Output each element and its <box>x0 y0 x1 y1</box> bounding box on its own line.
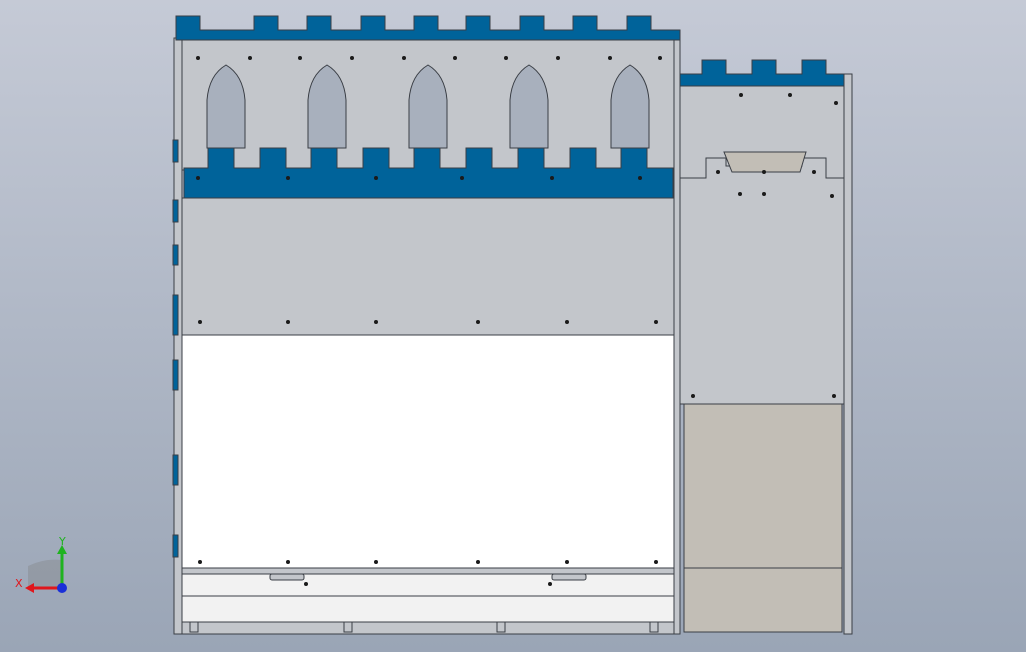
bolt-hole <box>556 56 560 60</box>
gothic-window-2 <box>307 64 347 149</box>
tower-door-base <box>683 567 843 633</box>
bolt-hole <box>738 192 742 196</box>
gothic-window-1 <box>206 64 246 149</box>
bolt-hole <box>286 320 290 324</box>
bolt-hole <box>198 560 202 564</box>
bunk-bed-model[interactable] <box>172 15 853 635</box>
bolt-hole <box>476 320 480 324</box>
gothic-windows <box>206 64 650 149</box>
tower-upper-panel <box>679 85 847 405</box>
drawer-handle-right[interactable] <box>551 573 587 581</box>
bolt-hole <box>812 170 816 174</box>
triad-z-origin <box>57 583 67 593</box>
bolt-hole <box>198 320 202 324</box>
trundle-drawer-front <box>181 573 675 597</box>
triad-plane-shading <box>28 559 62 588</box>
bolt-hole <box>739 93 743 97</box>
bolt-hole <box>565 560 569 564</box>
trundle-drawer-base <box>181 595 675 623</box>
bolt-hole <box>638 176 642 180</box>
casters <box>189 621 659 633</box>
bolt-hole <box>298 56 302 60</box>
bolt-hole <box>716 170 720 174</box>
main-right-post <box>673 39 681 635</box>
bolt-hole <box>286 560 290 564</box>
bolt-hole <box>830 194 834 198</box>
bolt-hole <box>834 101 838 105</box>
bolt-hole <box>762 170 766 174</box>
bolt-hole <box>550 176 554 180</box>
gothic-window-3 <box>408 64 448 149</box>
bolt-hole <box>374 560 378 564</box>
drawer-handle-left[interactable] <box>269 573 305 581</box>
bolt-hole <box>654 320 658 324</box>
top-battlements <box>175 15 681 41</box>
bolt-hole <box>460 176 464 180</box>
tower-hatch[interactable] <box>723 151 807 173</box>
bolt-hole <box>453 56 457 60</box>
bolt-hole <box>374 176 378 180</box>
bolt-hole <box>350 56 354 60</box>
floor-rail <box>181 621 675 635</box>
bolt-hole <box>248 56 252 60</box>
guard-rail-battlements <box>183 147 674 199</box>
bolt-hole <box>565 320 569 324</box>
bolt-hole <box>691 394 695 398</box>
left-rail-slots <box>172 139 179 558</box>
bolt-hole <box>304 582 308 586</box>
lower-mattress <box>181 334 675 569</box>
bolt-hole <box>196 176 200 180</box>
bolt-hole <box>608 56 612 60</box>
triad-x-label: X <box>15 577 23 590</box>
tower-battlements <box>679 59 845 87</box>
bolt-hole <box>658 56 662 60</box>
bolt-hole <box>762 192 766 196</box>
orientation-triad[interactable]: X Y <box>15 535 67 593</box>
triad-y-label: Y <box>58 535 66 548</box>
bolt-hole <box>788 93 792 97</box>
bolt-hole <box>548 582 552 586</box>
gothic-window-5 <box>610 64 650 149</box>
triad-y-arrowhead <box>57 545 67 554</box>
bolt-hole <box>504 56 508 60</box>
upper-bunk-side-panel <box>181 197 675 336</box>
bolt-hole <box>476 560 480 564</box>
triad-x-arrowhead <box>25 583 34 593</box>
bolt-hole <box>832 394 836 398</box>
bolt-hole <box>374 320 378 324</box>
tower-door-panel <box>683 403 843 569</box>
lower-bed-rail <box>181 567 675 575</box>
gothic-window-4 <box>509 64 549 149</box>
tower-right-edge <box>843 73 853 635</box>
bolt-hole <box>196 56 200 60</box>
bolt-hole <box>402 56 406 60</box>
bolt-holes <box>196 56 838 586</box>
bolt-hole <box>654 560 658 564</box>
bolt-hole <box>286 176 290 180</box>
